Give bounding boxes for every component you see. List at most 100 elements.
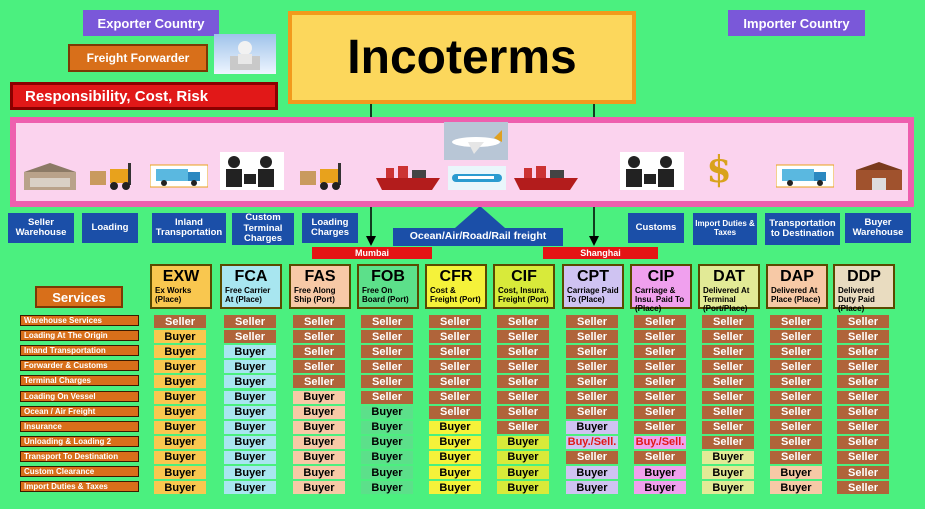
responsibility-cell: Buyer [154, 375, 206, 389]
responsibility-cell: Seller [837, 360, 889, 374]
seller-warehouse-label: Seller Warehouse [8, 213, 74, 243]
responsibility-cell: Seller [634, 345, 686, 359]
responsibility-cell: Buyer [361, 405, 413, 419]
exporter-country-label: Exporter Country [83, 10, 219, 36]
service-row-label: Custom Clearance [20, 466, 139, 477]
responsibility-cell: Seller [837, 315, 889, 328]
services-title: Services [35, 286, 123, 308]
responsibility-cell: Seller [702, 345, 754, 359]
responsibility-cell: Buyer [154, 450, 206, 464]
truck-icon [150, 164, 208, 188]
responsibility-cell: Buyer [361, 466, 413, 479]
responsibility-cell: Buyer [566, 420, 618, 434]
responsibility-cell: Seller [497, 345, 549, 359]
term-name: Ex Works (Place) [155, 285, 192, 304]
responsibility-cell: Buyer [293, 466, 345, 479]
responsibility-cell: Seller [429, 345, 481, 359]
service-row-label: Inland Transportation [20, 345, 139, 357]
responsibility-cell: Seller [566, 390, 618, 404]
responsibility-cell: Seller [702, 405, 754, 419]
truck-icon [776, 164, 834, 188]
responsibility-cell: Seller [770, 375, 822, 389]
responsibility-cell: Seller [497, 390, 549, 404]
responsibility-cell: Seller [837, 450, 889, 464]
term-name: Free Along Ship (Port) [294, 285, 336, 304]
forklift-icon [300, 163, 341, 190]
responsibility-cell: Seller [361, 315, 413, 328]
service-row-label: Ocean / Air Freight [20, 405, 139, 417]
responsibility-cell: Seller [361, 390, 413, 404]
responsibility-cell: Seller [837, 466, 889, 479]
responsibility-cell: Seller [702, 420, 754, 434]
responsibility-cell: Seller [429, 315, 481, 328]
responsibility-cell: Seller [566, 330, 618, 344]
service-row-label: Loading On Vessel [20, 390, 139, 402]
responsibility-cell: Buyer [429, 466, 481, 479]
custom-terminal-charges-label: Custom Terminal Charges [232, 213, 294, 245]
buyer-warehouse-label: Buyer Warehouse [845, 213, 911, 243]
responsibility-cell: Seller [634, 375, 686, 389]
responsibility-cell: Seller [770, 390, 822, 404]
responsibility-cell: Seller [293, 375, 345, 389]
responsibility-cell: Seller [837, 390, 889, 404]
responsibility-cell: Buyer [702, 450, 754, 464]
responsibility-cell: Buyer [770, 481, 822, 495]
term-name: Cost & Freight (Port) [430, 285, 481, 304]
responsibility-cell: Seller [837, 330, 889, 344]
responsibility-cell: Buyer [293, 390, 345, 404]
term-name: Delivered At Terminal (Port/Place) [703, 285, 750, 313]
responsibility-cell: Seller [770, 450, 822, 464]
loading-label: Loading [82, 213, 138, 243]
responsibility-cell: Seller [634, 450, 686, 464]
term-name: Carriage & Insu. Paid To (Place) [635, 285, 685, 313]
service-row-label: Unloading & Loading 2 [20, 435, 139, 447]
responsibility-cell: Seller [429, 390, 481, 404]
term-code: CPT [577, 268, 609, 285]
responsibility-cell: Buyer [429, 450, 481, 464]
airplane-icon [444, 122, 508, 160]
responsibility-cell: Buyer [634, 481, 686, 495]
train-icon [448, 166, 506, 190]
responsibility-cell: Buyer [224, 466, 276, 479]
loading-charges-label: Loading Charges [302, 213, 358, 243]
responsibility-cell: Seller [429, 405, 481, 419]
responsibility-cell: Buy./Sell. [566, 435, 618, 449]
service-row-label: Insurance [20, 420, 139, 432]
term-name: Free Carrier At (Place) [225, 285, 271, 304]
freight-forwarder-label: Freight Forwarder [68, 44, 208, 72]
responsibility-cell: Buyer [224, 450, 276, 464]
responsibility-cell: Seller [497, 405, 549, 419]
responsibility-cell: Seller [224, 330, 276, 344]
destination-port-label: Shanghai [543, 247, 658, 259]
ship-icon [514, 166, 578, 190]
responsibility-cell: Buyer [293, 481, 345, 495]
term-code: CIF [511, 268, 537, 285]
responsibility-cell: Buyer [361, 450, 413, 464]
responsibility-cell: Buyer [634, 466, 686, 479]
term-name: Delivered Duty Paid (Place) [838, 285, 875, 313]
responsibility-cell: Buyer [224, 345, 276, 359]
transport-destination-label: Transportation to Destination [765, 213, 840, 245]
responsibility-cell: Seller [837, 420, 889, 434]
responsibility-cell: Buyer [293, 405, 345, 419]
responsibility-cell: Seller [497, 420, 549, 434]
responsibility-cell: Buyer [224, 390, 276, 404]
responsibility-cell: Seller [837, 405, 889, 419]
responsibility-cell: Seller [702, 360, 754, 374]
responsibility-cell: Seller [702, 390, 754, 404]
responsibility-cell: Buyer [154, 330, 206, 344]
responsibility-cell: Buyer [293, 435, 345, 449]
warehouse-icon [24, 163, 76, 190]
responsibility-cell: Seller [837, 375, 889, 389]
responsibility-cell: Seller [224, 315, 276, 328]
responsibility-cell: Seller [566, 315, 618, 328]
responsibility-cell: Buyer [224, 481, 276, 495]
responsibility-cell: Seller [429, 360, 481, 374]
responsibility-cell: Buyer [770, 466, 822, 479]
responsibility-cell: Seller [770, 345, 822, 359]
